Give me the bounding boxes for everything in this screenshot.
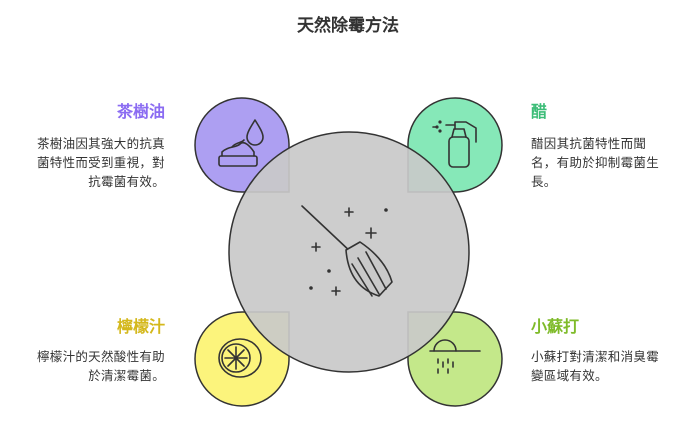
cream-jar-drop-icon [218,119,264,167]
tea-tree-desc-line: 茶樹油因其強大的抗真 [36,136,165,151]
lemon-slice-icon [218,338,262,378]
lemon-label: 檸檬汁 [116,317,165,336]
baking-soda-desc-line: 小蘇打對清潔和消臭霉 [531,349,660,364]
vinegar-desc-line: 醋因其抗菌特性而聞 [531,136,647,151]
baking-soda-label: 小蘇打 [531,317,580,336]
vinegar-description: 醋因其抗菌特性而聞 名，有助於抑制霉菌生 長。 [531,134,659,191]
broom-sparkle-icon [301,205,393,297]
lemon-desc-line: 檸檬汁的天然酸性有助 [36,349,165,364]
tea-tree-desc-line: 抗霉菌有效。 [88,174,165,189]
baking-soda-description: 小蘇打對清潔和消臭霉 變區域有效。 [531,347,659,385]
tea-tree-description: 茶樹油因其強大的抗真 菌特性而受到重視，對 抗霉菌有效。 [37,134,165,191]
lemon-description: 檸檬汁的天然酸性有助 於清潔霉菌。 [37,347,165,385]
vinegar-label: 醋 [531,102,548,121]
baking-soda-desc-line: 變區域有效。 [531,368,608,383]
spray-bottle-icon [432,120,477,168]
tea-tree-label: 茶樹油 [116,102,165,121]
vinegar-desc-line: 名，有助於抑制霉菌生 [531,155,660,170]
tea-tree-desc-line: 菌特性而受到重視，對 [36,155,165,170]
lemon-desc-line: 於清潔霉菌。 [88,368,165,383]
scoop-powder-icon [429,339,481,374]
page-title: 天然除霉方法 [297,16,399,36]
vinegar-desc-line: 長。 [531,174,557,189]
